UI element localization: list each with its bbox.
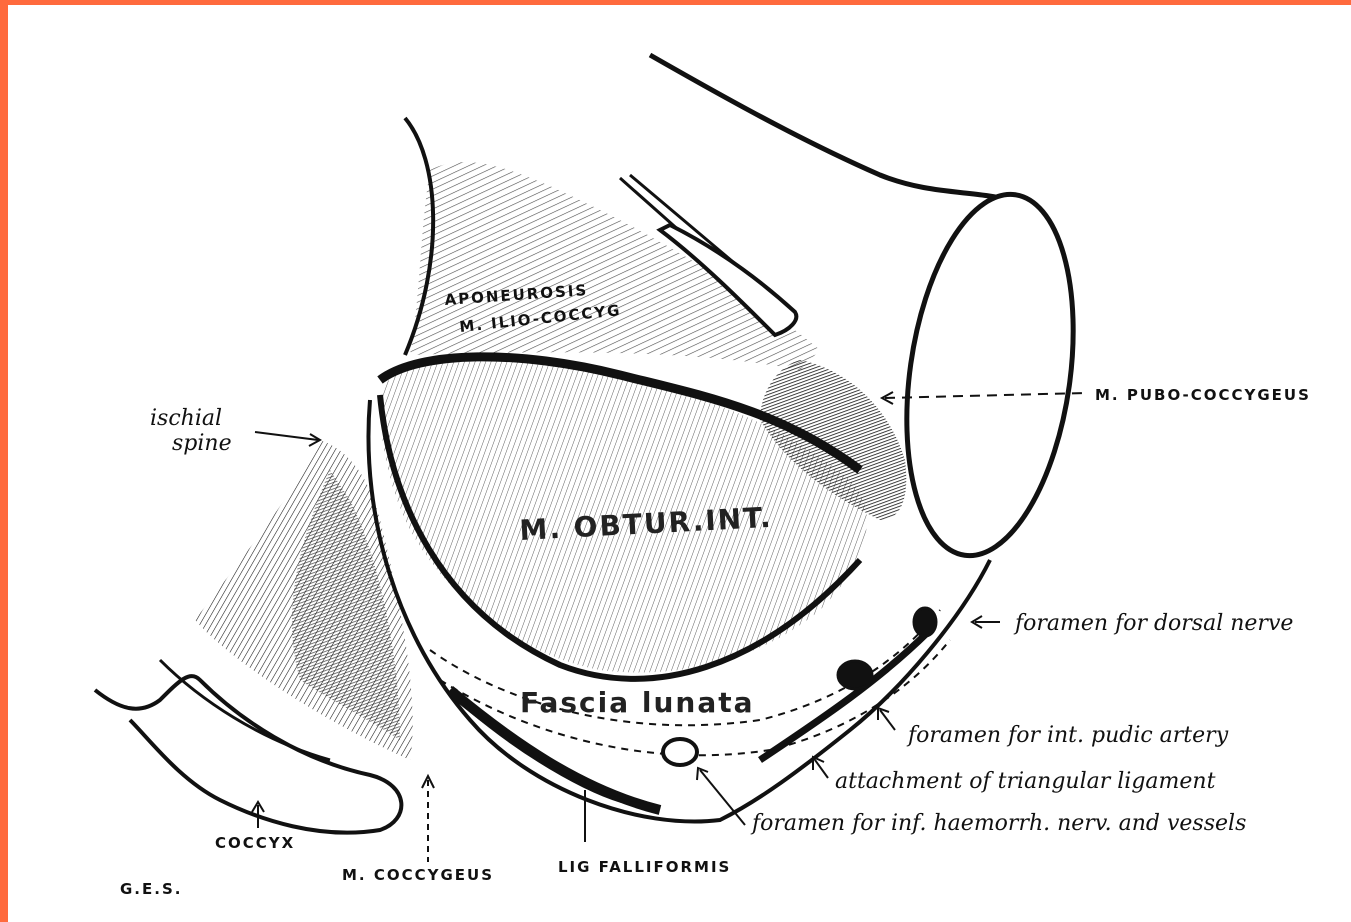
label-foramen-int-pudic: foramen for int. pudic artery	[906, 723, 1229, 748]
pubic-symphysis	[885, 184, 1094, 567]
label-m-coccygeus: M. COCCYGEUS	[342, 866, 494, 884]
foramen-dorsal-nerve	[914, 608, 936, 636]
label-fascia-lunata: Fascia lunata	[520, 686, 755, 719]
foramen-inf-haemorrh	[663, 739, 697, 765]
label-spine: spine	[172, 431, 232, 456]
label-attachment-triangular: attachment of triangular ligament	[835, 769, 1216, 794]
pubic-bone-outline	[650, 55, 1010, 200]
label-foramen-dorsal-nerve: foramen for dorsal nerve	[1013, 611, 1293, 636]
label-ischial: ischial	[150, 406, 222, 431]
label-lig-falciformis: LIG FALLIFORMIS	[558, 858, 731, 876]
aponeurosis-region	[410, 162, 820, 370]
artist-signature: G.E.S.	[120, 880, 182, 898]
triangular-ligament-attachment	[760, 630, 930, 760]
label-foramen-inf-haemorrh: foramen for inf. haemorrh. nerv. and ves…	[750, 811, 1246, 836]
foramen-int-pudic	[838, 661, 872, 689]
label-m-pubo-coccygeus: M. PUBO-COCCYGEUS	[1095, 386, 1311, 404]
label-coccyx: COCCYX	[215, 834, 295, 852]
